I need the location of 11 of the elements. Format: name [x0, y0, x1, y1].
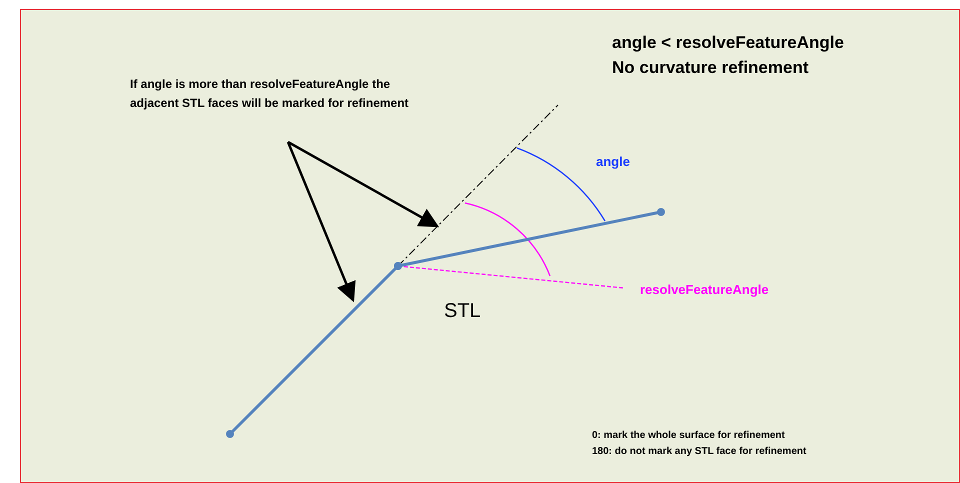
note-text: 0: mark the whole surface for refinement — [592, 430, 785, 441]
surface-label: STL — [444, 300, 481, 323]
note-text: 180: do not mark any STL face for refinement — [592, 446, 806, 457]
callout-text: If angle is more than resolveFeatureAngle the adjacent STL faces will be marked for refinement — [130, 75, 430, 113]
surface-segment — [226, 262, 402, 438]
angle-label: angle — [596, 154, 630, 169]
angle-label: resolveFeatureAngle — [640, 282, 769, 297]
arrow — [287, 140, 440, 228]
heading: No curvature refinement — [612, 58, 808, 78]
arrow — [286, 142, 356, 302]
heading: angle < resolveFeatureAngle — [612, 33, 844, 53]
